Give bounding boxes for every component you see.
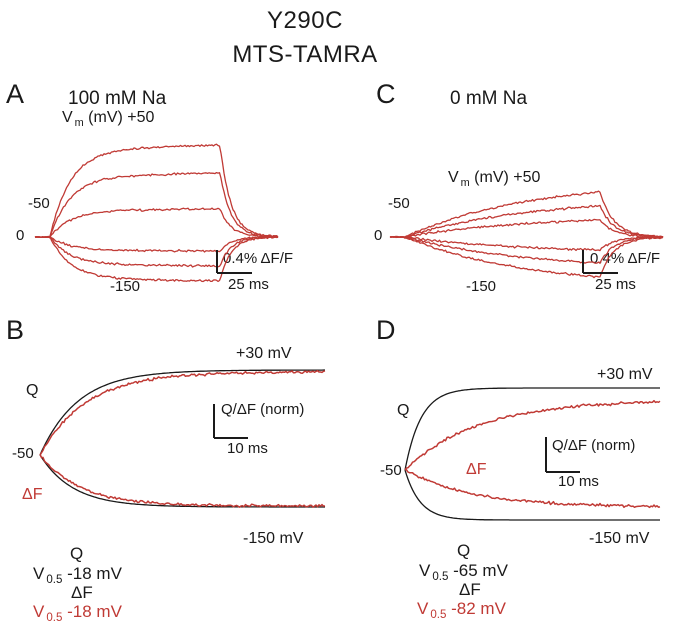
panel-d-minus150-label: -150 mV bbox=[589, 530, 650, 547]
panel-a-title: 100 mM Na bbox=[68, 88, 167, 109]
panel-d-df-label: ΔF bbox=[466, 461, 487, 478]
panel-d-annotation-q: Q bbox=[457, 541, 471, 560]
panel-b-minus50-label: -50 bbox=[12, 445, 34, 462]
panel-b-plus30-label: +30 mV bbox=[236, 345, 292, 362]
panel-a-traces-plot bbox=[34, 143, 279, 283]
panel-a-zero-label: 0 bbox=[16, 227, 25, 244]
panel-b-scale-vertical-label: Q/ΔF (norm) bbox=[221, 401, 305, 418]
panel-b-scale-horizontal-label: 10 ms bbox=[227, 440, 268, 457]
panel-c-title: 0 mM Na bbox=[450, 88, 528, 109]
panel-b-annotation-q: Q bbox=[70, 544, 84, 563]
panel-c-scale-vertical-label: 0.4% ΔF/F bbox=[590, 250, 661, 267]
panel-b-q-label: Q bbox=[26, 382, 39, 399]
panel-d-plus30-label: +30 mV bbox=[597, 366, 653, 383]
panel-a-minus150-label: -150 bbox=[110, 278, 141, 295]
panel-d-annotation-df: ΔF bbox=[459, 580, 481, 599]
panel-a-scale-vertical-label: 0.4% ΔF/F bbox=[223, 250, 294, 267]
panel-d-q-label: Q bbox=[397, 402, 410, 419]
panel-c-minus50-label: -50 bbox=[388, 195, 410, 212]
panel-d-qf-plot bbox=[404, 387, 661, 521]
panel-b-minus150-label: -150 mV bbox=[243, 530, 304, 547]
panel-d-minus50-label: -50 bbox=[380, 462, 402, 479]
vm-sub: m bbox=[74, 117, 84, 130]
panel-b-label: B bbox=[6, 315, 25, 345]
vm-pre: V bbox=[448, 169, 459, 186]
panel-c-traces-plot bbox=[389, 190, 664, 279]
panel-b-annotation-df: ΔF bbox=[71, 583, 93, 602]
figure-title-line1: Y290C bbox=[267, 7, 343, 34]
panel-a-minus50-label: -50 bbox=[28, 195, 50, 212]
figure-title-line2: MTS-TAMRA bbox=[232, 41, 378, 68]
panel-a-label: A bbox=[6, 79, 25, 109]
vm-post: (mV) +50 bbox=[469, 169, 541, 186]
panel-a-scale-horizontal-label: 25 ms bbox=[228, 276, 269, 293]
panel-b-qf-plot bbox=[39, 369, 326, 508]
figure-title: Y290C MTS-TAMRA bbox=[0, 4, 610, 72]
panel-c-scale-horizontal-label: 25 ms bbox=[595, 276, 636, 293]
panel-d-scale-horizontal-label: 10 ms bbox=[558, 473, 599, 490]
panel-d-scale-vertical-label: Q/ΔF (norm) bbox=[552, 437, 636, 454]
vm-sub: m bbox=[460, 177, 470, 190]
panel-c-zero-label: 0 bbox=[374, 227, 383, 244]
vm-pre: V bbox=[62, 109, 73, 126]
panel-c-minus150-label: -150 bbox=[466, 278, 497, 295]
vm-post: (mV) +50 bbox=[83, 109, 155, 126]
panel-b-df-label: ΔF bbox=[22, 486, 43, 503]
panel-c-label: C bbox=[376, 79, 396, 109]
panel-d-label: D bbox=[376, 315, 396, 345]
